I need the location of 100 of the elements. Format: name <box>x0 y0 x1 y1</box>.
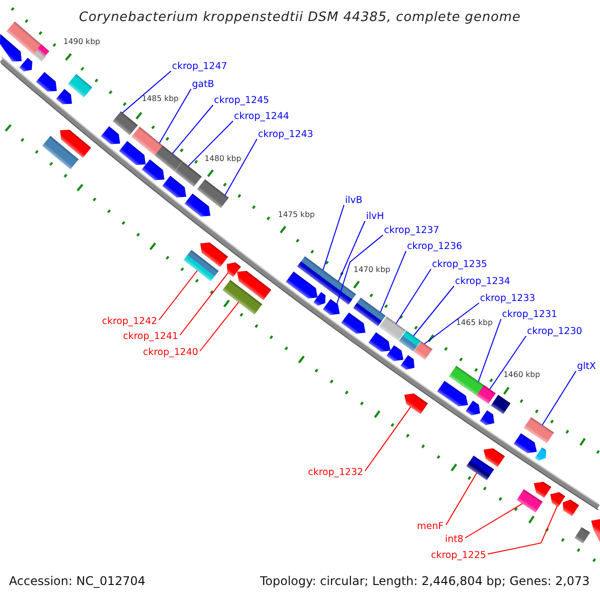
gene-label: int8 <box>445 534 464 546</box>
genome-summary-text: Topology: circular; Length: 2,446,804 bp; Genes: 2,073 <box>260 575 590 589</box>
leader-line <box>488 506 558 554</box>
gene-block <box>398 330 421 352</box>
gene-block <box>516 489 543 513</box>
gene-label: ilvB <box>345 196 362 206</box>
gene-block <box>37 44 50 56</box>
leader-line <box>200 302 240 352</box>
leader-line <box>180 272 229 336</box>
gene-label: ckrop_1237 <box>384 226 440 236</box>
gene-feature <box>514 433 537 454</box>
gene-label: ckrop_1231 <box>502 310 558 320</box>
gene-block <box>222 280 262 315</box>
gene-block <box>448 366 486 398</box>
gene-block <box>6 22 42 55</box>
gene-block <box>490 394 511 414</box>
leader-line <box>158 88 192 144</box>
gene-feature <box>162 176 186 198</box>
leader-line <box>424 302 480 344</box>
gene-block <box>379 316 406 341</box>
gene-feature <box>480 410 494 426</box>
gene-label: gatB <box>192 80 214 90</box>
leader-line <box>489 336 526 390</box>
leader-line <box>172 104 214 154</box>
gene-feature <box>341 312 366 334</box>
gene-block <box>328 279 356 305</box>
gene-label: ckrop_1244 <box>234 112 290 122</box>
gene-label: ckrop_1243 <box>258 130 314 140</box>
gene-label: ckrop_1232 <box>308 468 364 478</box>
leader-line <box>336 234 384 304</box>
gene-block <box>197 179 229 208</box>
leader-line <box>446 472 478 526</box>
gene-feature <box>226 262 241 277</box>
leader-line <box>478 318 502 382</box>
gene-feature <box>119 141 146 165</box>
gene-block <box>68 74 92 98</box>
leader-line <box>322 204 344 271</box>
gene-block <box>33 50 46 62</box>
gene-block <box>414 341 432 360</box>
gene-label: ilvH <box>366 212 384 222</box>
gene-label: ckrop_1234 <box>455 276 510 288</box>
gene-feature <box>184 194 210 217</box>
gene-feature <box>322 299 340 315</box>
leader-line <box>158 270 198 320</box>
gene-block <box>154 145 183 172</box>
gene-feature <box>437 380 468 406</box>
leader-line <box>380 250 406 313</box>
gene-feature <box>567 502 580 516</box>
gene-label: ckrop_1247 <box>172 62 228 72</box>
gene-feature <box>0 34 22 62</box>
gene-block <box>112 111 138 136</box>
leader-line <box>464 503 523 538</box>
gene-feature <box>534 482 552 498</box>
gene-feature <box>142 159 164 180</box>
gene-label: ckrop_1241 <box>123 332 178 342</box>
gene-block <box>183 250 219 282</box>
gene-block <box>466 456 494 480</box>
gene-feature <box>19 58 32 72</box>
gene-block <box>42 136 79 170</box>
accession-text: Accession: NC_012704 <box>9 575 146 589</box>
gene-feature <box>56 88 72 104</box>
gene-block <box>353 298 386 326</box>
leader-line <box>412 286 454 336</box>
leader-line <box>224 138 258 196</box>
gene-block <box>524 417 554 444</box>
gene-feature <box>534 447 546 461</box>
gene-feature <box>550 492 566 508</box>
leader-line <box>188 120 234 167</box>
gene-block <box>476 385 496 404</box>
gene-block <box>131 126 164 156</box>
gene-feature <box>60 130 92 158</box>
gene-feature <box>484 448 505 467</box>
gene-feature <box>368 332 390 352</box>
leader-line <box>338 220 366 282</box>
gene-feature <box>36 72 57 92</box>
gene-label: menF <box>417 522 444 532</box>
gene-label: gltX <box>577 362 596 372</box>
gene-feature <box>591 519 600 542</box>
gene-feature <box>286 272 318 298</box>
gene-feature <box>200 242 228 267</box>
gene-feature <box>404 394 428 414</box>
gene-label: ckrop_1230 <box>527 326 582 338</box>
leader-line <box>542 370 576 426</box>
map-title: Corynebacterium kroppenstedtii DSM 44385, complete genome <box>79 10 521 26</box>
gene-feature <box>237 270 272 300</box>
gene-feature <box>466 400 480 416</box>
leader-line <box>364 406 412 472</box>
gene-feature <box>313 292 326 306</box>
gene-feature <box>100 126 120 144</box>
leader-line <box>396 268 432 324</box>
gene-label: ckrop_1236 <box>407 242 462 252</box>
gene-label: ckrop_1242 <box>102 316 158 328</box>
gene-label: ckrop_1233 <box>480 294 536 304</box>
leader-line <box>122 70 172 114</box>
gene-block <box>574 527 590 544</box>
gene-label: ckrop_1235 <box>432 260 488 270</box>
gene-feature <box>400 355 414 370</box>
gene-label: ckrop_1245 <box>214 96 270 106</box>
gene-block <box>174 161 202 187</box>
gene-feature <box>386 345 404 362</box>
